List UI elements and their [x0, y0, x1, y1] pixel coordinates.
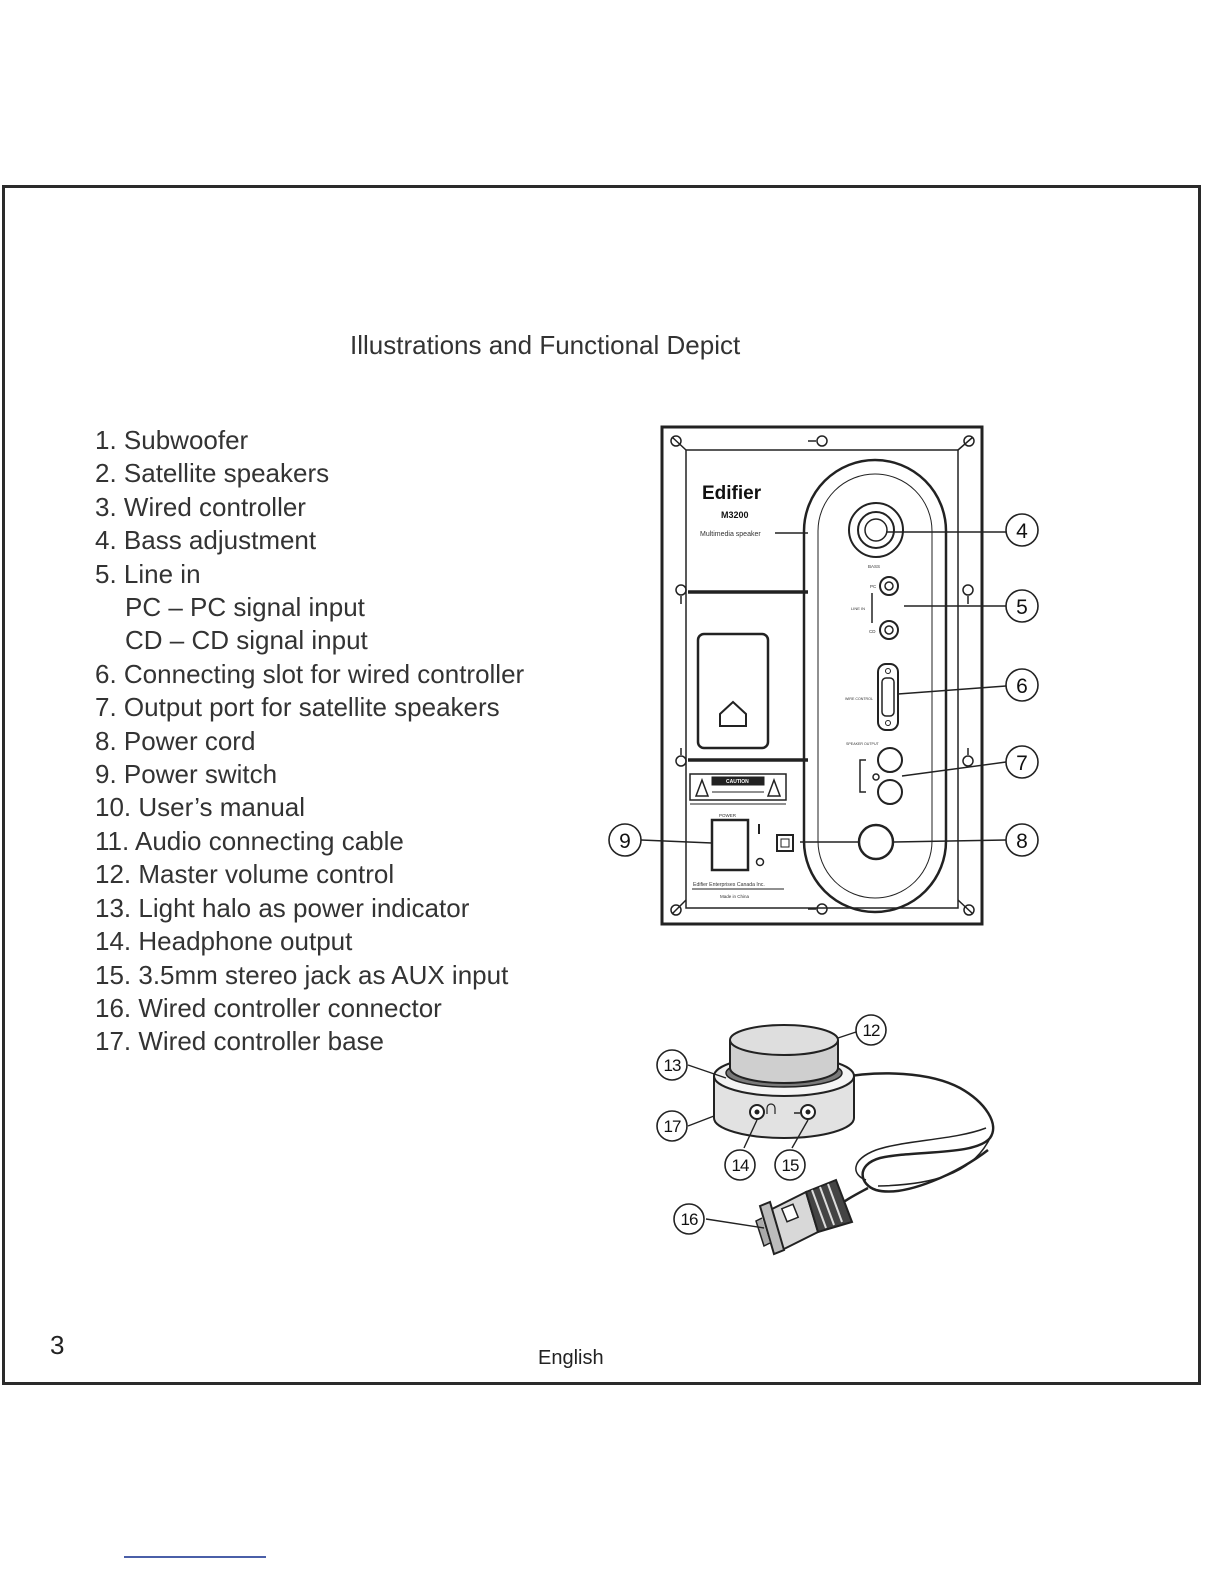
bass-knob-icon: [848, 502, 904, 558]
pc-label: PC: [870, 584, 877, 589]
panel-model: M3200: [721, 510, 749, 520]
line-in-jack-icon: [871, 576, 899, 640]
page-title: Illustrations and Functional Depict: [350, 330, 741, 360]
feature-item: 9. Power switch: [95, 759, 278, 790]
feature-item: 14. Headphone output: [95, 926, 353, 957]
feature-item: 13. Light halo as power indicator: [95, 892, 470, 923]
callout-leaders: [640, 531, 1007, 1229]
callout-12: 12: [863, 1021, 880, 1040]
feature-item: 12. Master volume control: [95, 859, 395, 890]
callout-8: 8: [1016, 830, 1028, 853]
feature-item: 5. Line in: [95, 558, 201, 589]
feature-item: 1. Subwoofer: [95, 425, 249, 455]
power-switch-icon: [710, 818, 794, 872]
made-in-label: Made in China: [720, 894, 750, 899]
callout-4: 4: [1016, 520, 1028, 543]
feature-item: 16. Wired controller connector: [95, 992, 442, 1023]
feature-item: 17. Wired controller base: [95, 1026, 385, 1057]
footer-rule: [124, 1556, 266, 1558]
panel-brand: Edifier: [702, 483, 762, 504]
feature-item: 11. Audio connecting cable: [95, 825, 404, 856]
wire-control-label: WIRE CONTROL: [845, 697, 873, 701]
db-connector-icon: [755, 1178, 854, 1256]
feature-item: 4. Bass adjustment: [95, 525, 317, 556]
bass-label: BASS: [868, 564, 880, 569]
power-cord-icon: [857, 823, 895, 861]
feature-item: 6. Connecting slot for wired controller: [95, 658, 525, 689]
feature-item: 7. Output port for satellite speakers: [95, 692, 500, 723]
speaker-output-label: SPEAKER OUTPUT: [846, 742, 880, 746]
feature-item: 10. User’s manual: [95, 792, 306, 823]
feature-item: PC – PC signal input: [125, 592, 365, 623]
callout-9: 9: [619, 830, 631, 853]
maker-label: Edifier Enterprises Canada Inc.: [693, 882, 765, 888]
callout-5: 5: [1016, 596, 1028, 619]
feature-item: 8. Power cord: [95, 725, 256, 756]
page-number: 3: [50, 1330, 65, 1360]
caution-label: CAUTION: [726, 779, 749, 785]
feature-item: CD – CD signal input: [125, 625, 368, 656]
page-frame: [2, 185, 1201, 1385]
callout-6: 6: [1016, 675, 1028, 698]
callout-7: 7: [1016, 752, 1028, 775]
power-label: POWER: [719, 813, 737, 818]
feature-item: 3. Wired controller: [95, 491, 306, 522]
callout-15: 15: [782, 1156, 799, 1175]
callout-13: 13: [664, 1056, 681, 1075]
cd-label: CD: [869, 629, 876, 634]
feature-item: 2. Satellite speakers: [95, 458, 330, 489]
db-port-icon: [877, 663, 899, 731]
line-in-label: LINE IN: [851, 606, 865, 611]
callout-14: 14: [732, 1156, 749, 1175]
callout-17: 17: [664, 1117, 681, 1136]
callout-16: 16: [681, 1210, 698, 1229]
speaker-output-jack-icon: [859, 747, 903, 805]
panel-subtitle: Multimedia speaker: [700, 531, 761, 538]
wired-controller: [713, 1024, 995, 1256]
feature-item: 15. 3.5mm stereo jack as AUX input: [95, 959, 509, 990]
page-language: English: [538, 1347, 604, 1369]
warning-label: [689, 773, 787, 801]
screw-icon: [670, 435, 975, 916]
